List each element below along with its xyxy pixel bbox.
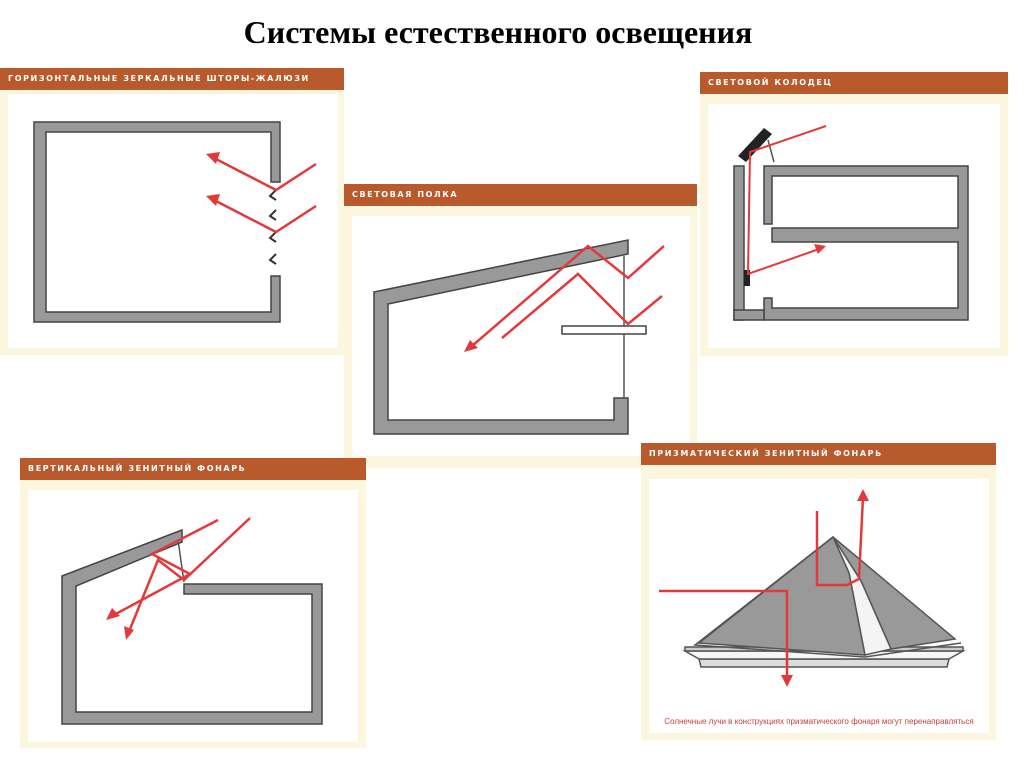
panel-body-light-shelf [352, 216, 690, 456]
panel-horizontal-blinds: Горизонтальные зеркальные шторы-жалюзи [0, 68, 344, 355]
panel-prismatic-skylight: Призматический зенитный фонарь [641, 443, 996, 740]
ray-arrowheads [781, 489, 869, 687]
skylight-glass [177, 539, 185, 583]
ray-arrowheads [464, 340, 478, 352]
diagram-light-well [733, 125, 969, 321]
panel-body-light-well [708, 104, 1000, 348]
diagram-light-shelf [373, 239, 665, 435]
panel-header-horizontal-blinds: Горизонтальные зеркальные шторы-жалюзи [0, 68, 344, 90]
well-glass [767, 139, 775, 163]
panel-header-light-well: Световой колодец [700, 72, 1008, 94]
building-wall [733, 165, 969, 321]
panel-vertical-skylight: Вертикальный зенитный фонарь [20, 458, 366, 748]
room-wall [373, 239, 629, 435]
room-wall [33, 121, 281, 323]
page-title: Системы естественного освещения [243, 14, 753, 50]
diagram-vertical-skylight [61, 517, 323, 725]
prismatic-pyramid [693, 535, 962, 658]
diagram-prismatic-skylight [659, 489, 966, 687]
panel-header-prismatic-skylight: Призматический зенитный фонарь [641, 443, 996, 465]
ray-arrowheads [206, 152, 220, 206]
light-rays [471, 244, 665, 347]
panel-header-light-shelf: Световая полка [344, 184, 697, 206]
light-rays [746, 125, 827, 276]
bottom-mirror [744, 270, 750, 286]
panel-body-prismatic-skylight: Солнечные лучи в конструкциях призматиче… [649, 479, 989, 733]
roof-mirror [738, 128, 772, 162]
panel-body-vertical-skylight [28, 490, 358, 742]
panel-light-well: Световой колодец [700, 72, 1008, 356]
light-rays [213, 156, 317, 234]
light-rays [111, 517, 251, 635]
prismatic-caption: Солнечные лучи в конструкциях призматиче… [664, 717, 974, 726]
light-shelf [561, 325, 647, 335]
panel-body-horizontal-blinds [8, 94, 338, 348]
mirror-blinds [268, 189, 277, 265]
diagram-horizontal-blinds [33, 121, 317, 323]
panel-light-shelf: Световая полка [344, 184, 697, 468]
ray-arrowheads [106, 608, 134, 640]
light-rays [659, 496, 865, 679]
ray-arrowheads [814, 244, 826, 254]
panel-header-vertical-skylight: Вертикальный зенитный фонарь [20, 458, 366, 480]
room-wall [61, 528, 323, 725]
